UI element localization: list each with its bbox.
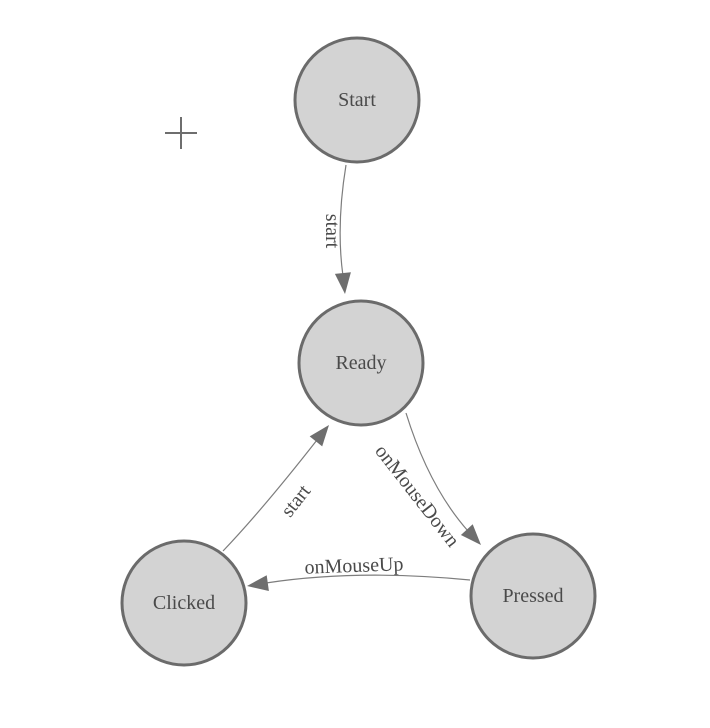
transition-clicked-to-ready[interactable]: start [222, 425, 329, 552]
transition-pressed-to-clicked[interactable]: onMouseUp [247, 553, 471, 591]
state-node-pressed[interactable]: Pressed [469, 532, 597, 660]
arrowhead-icon [460, 524, 481, 545]
transition-label-start: start [321, 214, 343, 249]
state-label-pressed: Pressed [502, 585, 563, 607]
state-node-start[interactable]: Start [293, 36, 421, 164]
arrowhead-icon [309, 425, 329, 447]
state-label-start: Start [338, 89, 376, 111]
state-circle[interactable] [469, 532, 597, 660]
crosshair-icon [165, 117, 197, 149]
transition-line[interactable] [265, 574, 471, 584]
state-node-clicked[interactable]: Clicked [120, 539, 248, 667]
transition-start-to-ready[interactable]: start [321, 164, 351, 294]
arrowhead-icon [334, 272, 351, 294]
state-circle[interactable] [120, 539, 248, 667]
transition-line[interactable] [222, 439, 318, 552]
transition-line[interactable] [339, 164, 347, 277]
transition-label-start: start [277, 480, 316, 521]
transition-ready-to-pressed[interactable]: onMouseDown [370, 412, 481, 552]
state-label-clicked: Clicked [153, 592, 215, 614]
state-node-ready[interactable]: Ready [297, 299, 425, 427]
state-circle[interactable] [297, 299, 425, 427]
transition-label-onmouseup: onMouseUp [304, 553, 404, 578]
arrowhead-icon [247, 575, 269, 591]
state-label-ready: Ready [335, 352, 386, 374]
transition-line[interactable] [405, 412, 469, 532]
transition-label-onmousedown: onMouseDown [370, 441, 463, 552]
state-circle[interactable] [293, 36, 421, 164]
